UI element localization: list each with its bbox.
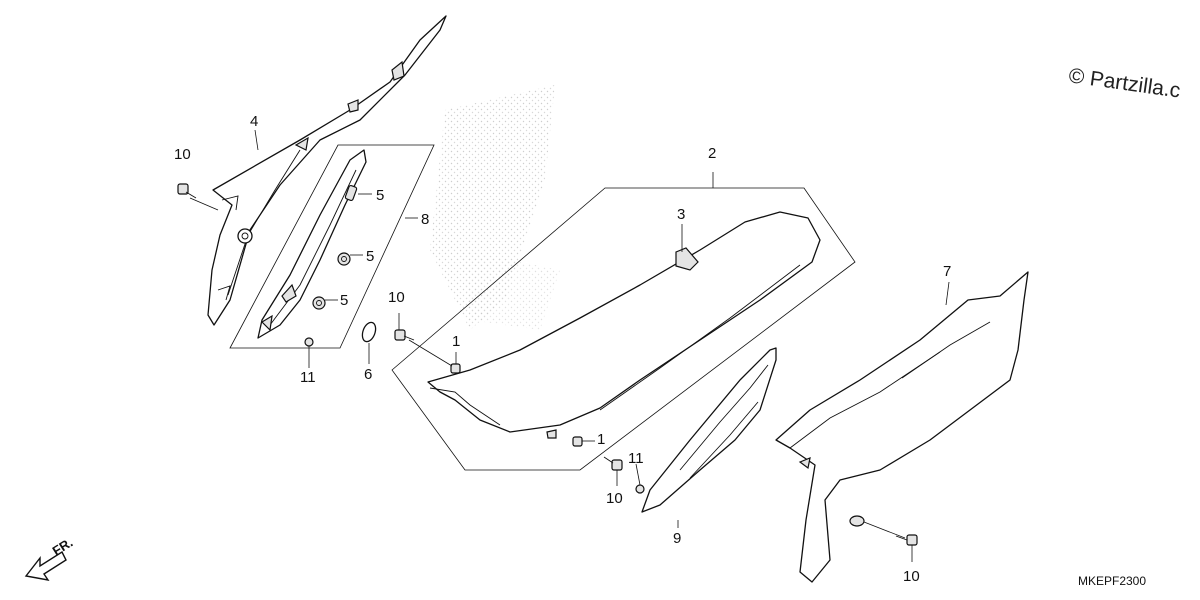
callout-6[interactable]: 6 — [364, 366, 372, 383]
front-direction-label: FR. — [50, 535, 76, 559]
callout-9[interactable]: 9 — [673, 530, 681, 547]
callout-11[interactable]: 11 — [300, 369, 316, 386]
partzilla-watermark: © Partzilla.c — [1067, 64, 1181, 102]
bolt-center[interactable] — [394, 329, 415, 341]
part-6-washer[interactable] — [360, 321, 378, 344]
front-direction-indicator: FR. — [24, 535, 76, 581]
callout-10[interactable]: 10 — [903, 568, 920, 585]
front-arrow-icon — [24, 550, 67, 581]
part-9-side-scoop[interactable] — [641, 347, 777, 513]
callout-1[interactable]: 1 — [452, 333, 460, 350]
stipple-shading — [430, 85, 560, 330]
callout-11[interactable]: 11 — [628, 450, 644, 467]
bolt-upper-left[interactable] — [177, 183, 197, 199]
part-10-bolts[interactable] — [177, 183, 918, 546]
callout-5[interactable]: 5 — [340, 292, 348, 309]
bolt-lower-right[interactable] — [895, 534, 918, 546]
part-8-group-frame — [229, 144, 435, 349]
part-3-seat-clip[interactable] — [675, 247, 699, 271]
part-11-screws[interactable] — [304, 337, 645, 494]
leader-lines — [189, 129, 950, 562]
callout-labels: 4 10 5 8 5 5 10 11 6 1 2 3 1 11 10 9 7 1… — [174, 113, 951, 585]
part-7-right-cover[interactable] — [775, 271, 1029, 583]
callout-7[interactable]: 7 — [943, 263, 951, 280]
part-2-seat[interactable] — [391, 187, 856, 471]
callout-2[interactable]: 2 — [708, 145, 716, 162]
callout-4[interactable]: 4 — [250, 113, 258, 130]
callout-1[interactable]: 1 — [597, 431, 605, 448]
diagram-code: MKEPF2300 — [1078, 574, 1146, 588]
callout-3[interactable]: 3 — [677, 206, 685, 223]
part-1-cushions[interactable] — [450, 363, 583, 447]
bolt-lower-center[interactable] — [603, 456, 623, 471]
part-4-side-cover[interactable] — [207, 15, 447, 326]
part-5-clips[interactable] — [312, 185, 358, 310]
part-8-inner-panel[interactable] — [229, 144, 435, 349]
callout-5[interactable]: 5 — [376, 187, 384, 204]
callout-8[interactable]: 8 — [421, 211, 429, 228]
part-2-group-frame — [391, 187, 856, 471]
callout-5[interactable]: 5 — [366, 248, 374, 265]
callout-10[interactable]: 10 — [174, 146, 191, 163]
callout-10[interactable]: 10 — [388, 289, 405, 306]
callout-10[interactable]: 10 — [606, 490, 623, 507]
